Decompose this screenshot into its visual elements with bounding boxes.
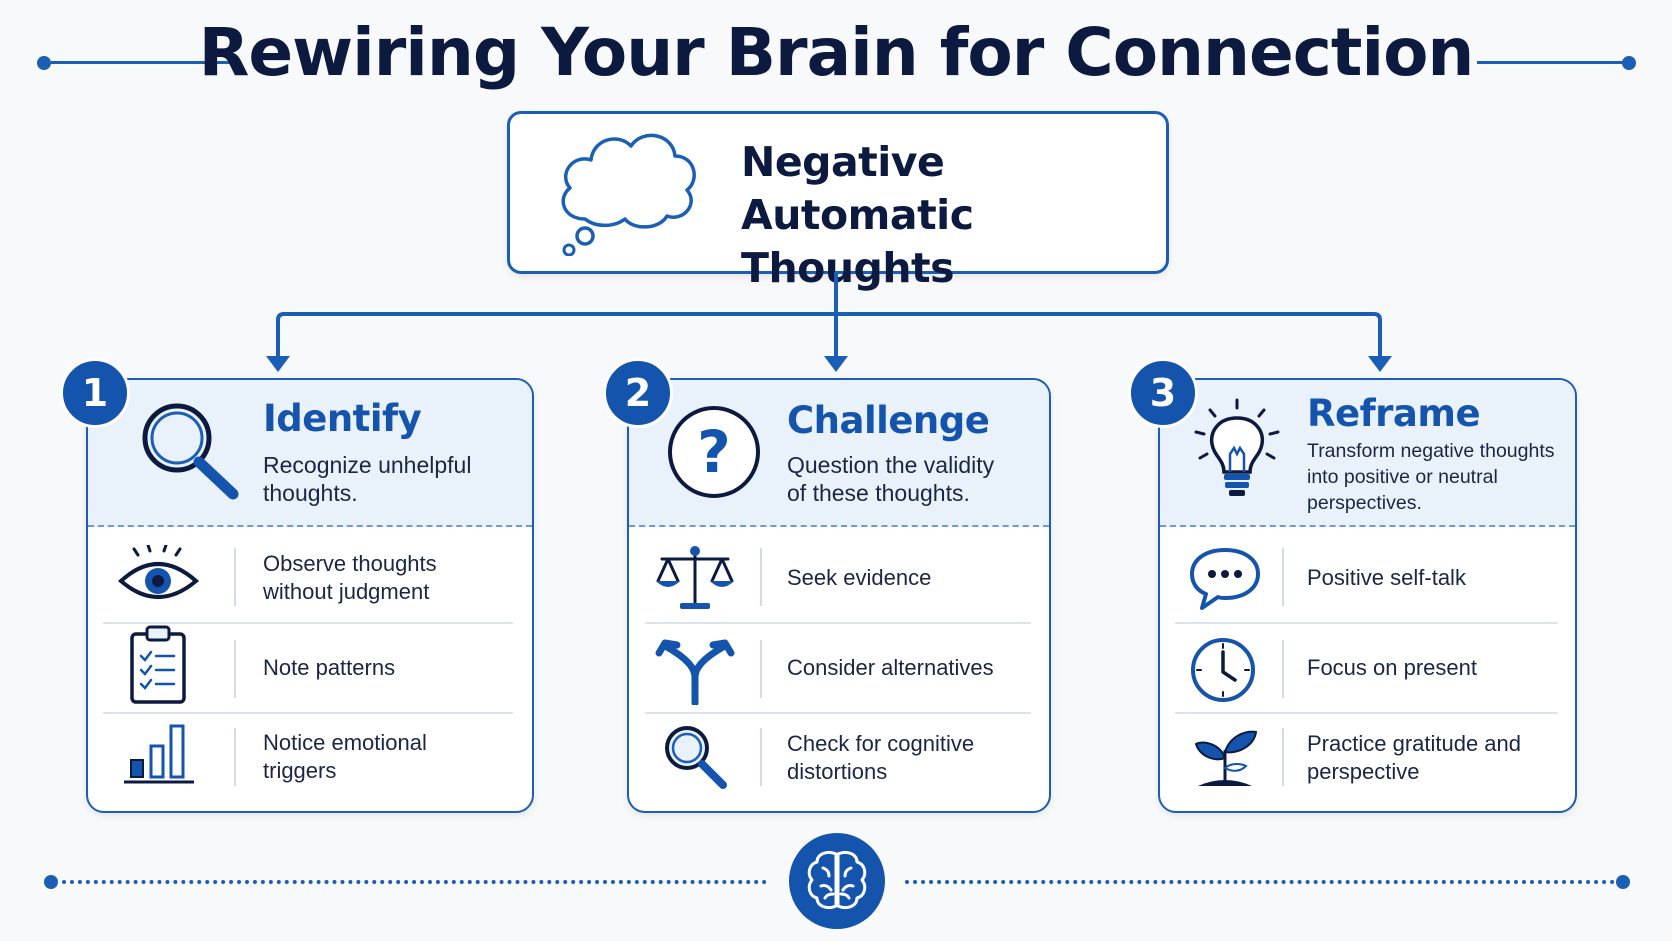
item-label: Note patterns (263, 655, 396, 680)
connector-arrows (266, 272, 1392, 372)
item-label: Consider alternatives (787, 655, 994, 680)
magnifier-icon (665, 726, 727, 789)
step-title: Identify (263, 397, 422, 440)
item-separator (645, 622, 1031, 624)
item-divider (234, 548, 236, 606)
item-label: Practice gratitude and perspective (1307, 731, 1522, 784)
step-title: Challenge (787, 399, 990, 442)
item-divider (760, 640, 762, 698)
item-separator (103, 622, 513, 624)
step-title: Reframe (1307, 392, 1481, 435)
item-divider (760, 548, 762, 606)
brain-icon (807, 850, 867, 910)
item-divider (1282, 728, 1284, 786)
step-description: Recognize unhelpful thoughts. (263, 452, 472, 506)
bar-chart-icon (124, 724, 194, 784)
footer-left-dot (44, 875, 58, 889)
item-separator (103, 712, 513, 714)
title-right-dot (1622, 56, 1636, 70)
page-title: Rewiring Your Brain for Connection (198, 14, 1475, 91)
eye-icon (118, 545, 200, 599)
split-arrows-icon (655, 639, 735, 705)
title-left-rule (51, 61, 233, 64)
step-badge-3: 3 (1128, 358, 1198, 428)
step-description: Question the validity of these thoughts. (787, 452, 995, 506)
item-label: Observe thoughts without judgment (263, 551, 437, 604)
magnifying-glass-icon (142, 403, 239, 500)
item-divider (234, 640, 236, 698)
footer-left-dotted-line (62, 880, 767, 884)
item-label: Notice emotional triggers (263, 730, 427, 783)
item-label: Check for cognitive distortions (787, 731, 975, 784)
item-label: Seek evidence (787, 565, 932, 590)
footer-right-dot (1616, 875, 1630, 889)
step-badge-2: 2 (603, 358, 673, 428)
item-label: Positive self-talk (1307, 565, 1466, 590)
question-mark-icon: ? (668, 406, 760, 498)
clock-icon (1191, 638, 1255, 702)
item-separator (1175, 712, 1558, 714)
item-divider (234, 728, 236, 786)
clipboard-checklist-icon (130, 625, 186, 704)
title-left-dot (37, 56, 51, 70)
item-divider (1282, 548, 1284, 606)
lightbulb-icon (1194, 398, 1280, 496)
footer-right-dotted-line (905, 880, 1623, 884)
thought-cloud-icon (561, 133, 696, 256)
item-label: Focus on present (1307, 655, 1477, 680)
step-badge-1: 1 (60, 358, 130, 428)
speech-bubble-icon (1190, 548, 1260, 610)
scales-icon (656, 546, 734, 609)
item-divider (760, 728, 762, 786)
item-divider (1282, 640, 1284, 698)
root-label: Negative Automatic Thoughts (741, 138, 974, 292)
step-description: Transform negative thoughts into positiv… (1307, 440, 1555, 514)
svg-text:?: ? (697, 418, 731, 486)
title-right-rule (1477, 61, 1629, 64)
item-separator (1175, 622, 1558, 624)
sprout-icon (1194, 730, 1258, 786)
root-node (507, 111, 1169, 274)
item-separator (645, 712, 1031, 714)
